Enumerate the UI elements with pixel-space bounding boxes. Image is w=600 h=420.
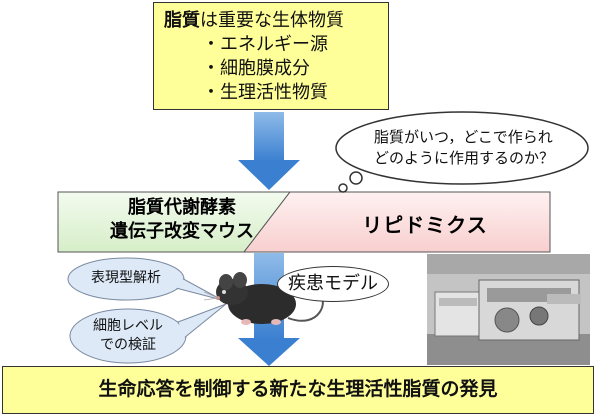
down-arrow-1 xyxy=(238,112,300,190)
lipid-title-bold: 脂質 xyxy=(164,10,200,31)
cell-level-line-1: 細胞レベル xyxy=(93,318,163,334)
mass-spectrometer-photo xyxy=(427,254,590,365)
lipid-importance-box: 脂質は重要な生体物質 ・エネルギー源 ・細胞膜成分 ・生理活性物質 xyxy=(153,2,389,110)
question-line-2: どのように作用するのか？ xyxy=(374,149,555,167)
discovery-box: 生命応答を制御する新たな生理活性脂質の発見 xyxy=(2,366,594,414)
lipid-item-membrane: ・細胞膜成分 xyxy=(202,58,310,79)
cell-level-label: 細胞レベル での検証 xyxy=(72,317,184,355)
cell-level-line-2: での検証 xyxy=(100,337,156,353)
banner-left-line-1: 脂質代謝酵素 xyxy=(128,197,236,218)
banner-shape xyxy=(57,191,551,253)
mouse-icon xyxy=(203,272,324,325)
question-line-1: 脂質がいつ，どこで作られ xyxy=(374,128,553,146)
disease-model-bubble: 疾患モデル xyxy=(277,266,389,302)
bubble-phenotype xyxy=(67,257,223,301)
lipid-importance-title: 脂質は重要な生体物質 xyxy=(164,9,388,33)
mass-spectrometer-image xyxy=(427,254,590,365)
lipid-title-rest: は重要な生体物質 xyxy=(200,10,344,31)
banner-left-line-2: 遺伝子改変マウス xyxy=(110,221,254,242)
research-banner: 脂質代謝酵素 遺伝子改変マウス リピドミクス xyxy=(58,192,550,252)
banner-left-text: 脂質代謝酵素 遺伝子改変マウス xyxy=(82,196,282,244)
thought-cloud-fill xyxy=(338,114,586,182)
banner-right-text: リピドミクス xyxy=(362,213,488,237)
lipid-item-energy: ・エネルギー源 xyxy=(202,34,328,55)
bubble-cell-level xyxy=(69,303,227,364)
lipid-item-bioactive: ・生理活性物質 xyxy=(202,82,328,103)
question-cloud-text: 脂質がいつ，どこで作られ どのように作用するのか？ xyxy=(374,127,584,169)
phenotype-analysis-label: 表現型解析 xyxy=(91,270,161,286)
